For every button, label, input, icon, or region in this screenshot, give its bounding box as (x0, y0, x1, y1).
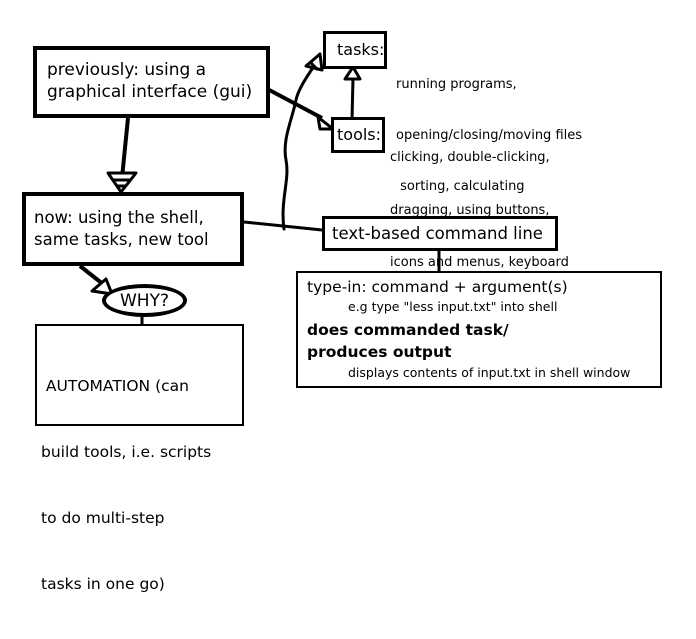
type-in-heading: type-in: command + argument(s) (307, 278, 568, 296)
type-in-result-example: displays contents of input.txt in shell … (348, 365, 631, 380)
why-label: WHY? (120, 290, 169, 311)
automation-text: AUTOMATION (can build tools, i.e. script… (41, 331, 211, 639)
tasks-description: running programs, opening/closing/moving… (396, 42, 582, 212)
tools-box: tools: (331, 117, 385, 153)
automation-line: AUTOMATION (can (41, 377, 189, 395)
gui-box-line-1: previously: using a (47, 60, 207, 80)
shell-box: now: using the shell, same tasks, new to… (22, 192, 244, 266)
tools-to-tasks-arrowhead (343, 65, 362, 81)
shell-box-line-2: same tasks, new tool (34, 230, 209, 249)
automation-line: build tools, i.e. scripts (41, 443, 212, 461)
type-in-example: e.g type "less input.txt" into shell (348, 299, 558, 314)
tools-description-line: icons and menus, keyboard (390, 255, 569, 270)
tasks-description-line: sorting, calculating (396, 179, 525, 194)
shell-to-why-arrowhead (90, 277, 114, 296)
tools-description-line: clicking, double-clicking, (390, 150, 550, 165)
type-in-box: type-in: command + argument(s) e.g type … (296, 271, 662, 388)
automation-line: tasks in one go) (41, 575, 165, 593)
cmdline-to-tasks-arrowhead (304, 52, 324, 72)
gui-box-line-2: graphical interface (gui) (47, 82, 253, 102)
concept-diagram: { "gui_box": { "lines": ["previously: us… (22, 31, 662, 593)
gui-box: previously: using a graphical interface … (33, 46, 270, 118)
type-in-result-line-1: does commanded task/ (307, 321, 509, 339)
tools-box-label: tools: (337, 125, 382, 144)
type-in-result-line-2: produces output (307, 343, 452, 361)
why-ellipse: WHY? (102, 284, 187, 317)
cmdline-to-tasks-line (281, 64, 316, 231)
shell-box-line-1: now: using the shell, (34, 208, 204, 227)
command-line-label: text-based command line (332, 224, 543, 243)
tasks-box: tasks: (323, 31, 387, 69)
command-line-box: text-based command line (322, 216, 558, 251)
tasks-box-label: tasks: (337, 40, 385, 59)
tasks-description-line: running programs, (396, 77, 517, 92)
gui-to-tools-arrowhead (316, 115, 335, 131)
tools-description-line: dragging, using buttons, (390, 202, 550, 218)
tools-to-tasks-line (350, 77, 355, 121)
gui-to-shell-line (120, 117, 130, 179)
automation-box: AUTOMATION (can build tools, i.e. script… (35, 324, 244, 593)
gui-to-shell-arrowhead (106, 171, 138, 194)
tasks-description-line: opening/closing/moving files (396, 128, 583, 143)
automation-line: to do multi-step (41, 509, 165, 527)
